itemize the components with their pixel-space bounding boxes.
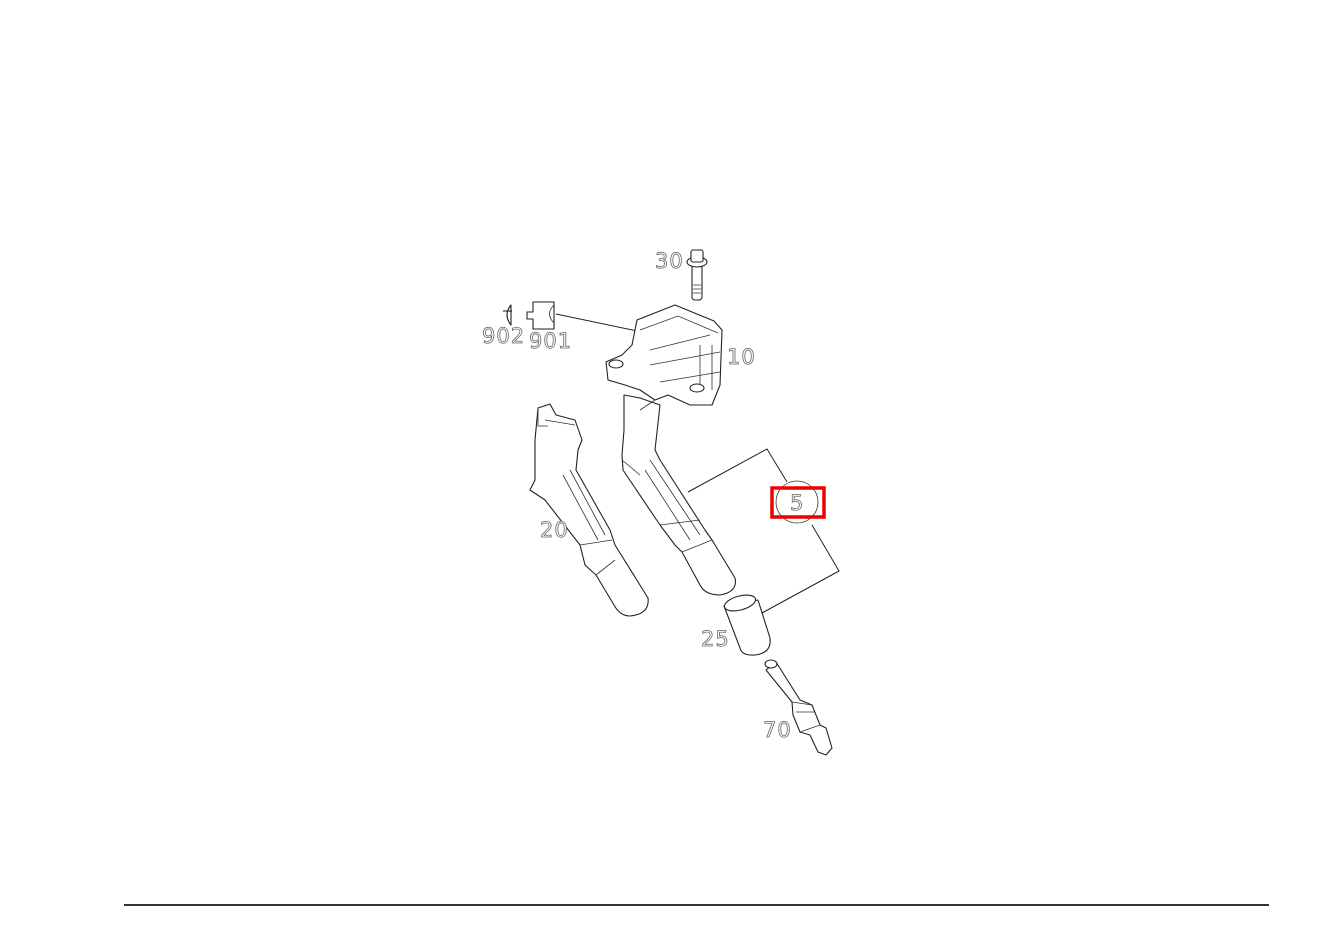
selected-callout-highlight xyxy=(770,486,826,519)
spark-plug-part-70[interactable] xyxy=(764,659,833,756)
callout-label-30[interactable]: 30 xyxy=(655,249,684,274)
callout-label-901[interactable]: 901 xyxy=(529,329,572,354)
callout-label-902[interactable]: 902 xyxy=(482,324,525,349)
ignition-coil-part-10[interactable] xyxy=(605,304,736,596)
connector-part-901[interactable] xyxy=(526,301,555,330)
ignition-coil-part-20[interactable] xyxy=(529,403,649,617)
leader-line-901 xyxy=(555,313,638,332)
footer-divider xyxy=(124,904,1269,906)
connector-part-902[interactable] xyxy=(503,304,512,326)
assembly-bracket-lines-5 xyxy=(687,448,840,614)
bolt-part-30[interactable] xyxy=(686,249,708,301)
callout-circle-5 xyxy=(775,480,819,524)
callout-label-70[interactable]: 70 xyxy=(763,718,792,743)
callout-label-10[interactable]: 10 xyxy=(727,345,756,370)
callout-label-20[interactable]: 20 xyxy=(540,518,569,543)
callout-label-25[interactable]: 25 xyxy=(701,627,730,652)
callout-label-5[interactable]: 5 xyxy=(790,491,804,516)
sleeve-part-25[interactable] xyxy=(723,592,771,656)
